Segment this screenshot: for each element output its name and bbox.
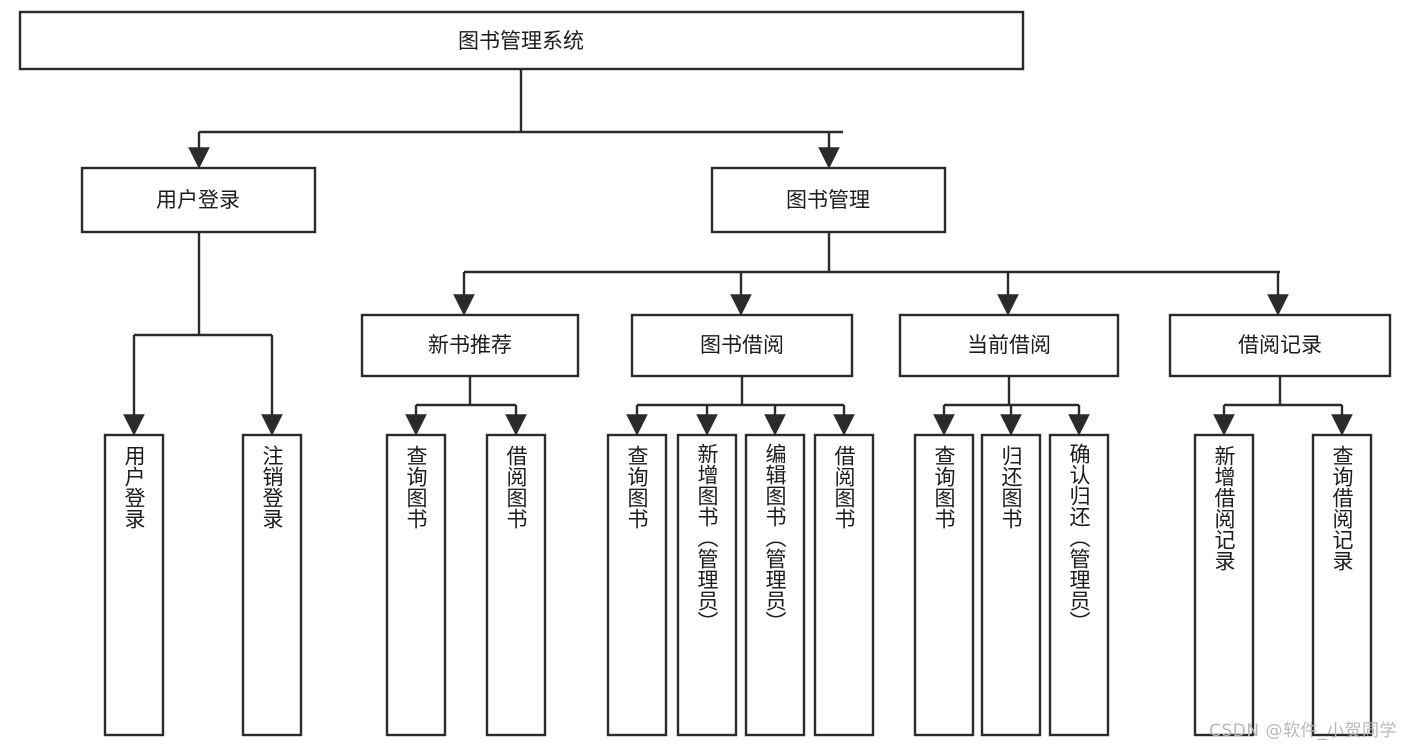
node-current-borrow[interactable]: 当前借阅: [898, 313, 1120, 378]
node-borrow-record-label: 借阅记录: [1238, 333, 1322, 357]
csdn-watermark: CSDN @软件_小贺同学: [1209, 721, 1397, 741]
node-current-borrow-label: 当前借阅: [967, 333, 1051, 357]
node-user-login[interactable]: 用户登录: [80, 166, 317, 234]
node-book-management-label: 图书管理: [786, 188, 870, 212]
node-new-book-recommend-label: 新书推荐: [428, 333, 512, 357]
leaf-edit-book-label: 编辑图书（管理员）: [763, 443, 787, 632]
leaf-borrow-book-1-label: 借阅图书: [504, 445, 528, 529]
leaf-query-book-3[interactable]: 查询图书: [913, 433, 975, 737]
node-root-book-management-system[interactable]: 图书管理系统: [18, 10, 1025, 71]
leaf-query-book-3-label: 查询图书: [932, 445, 956, 529]
leaf-confirm-return-label: 确认归还（管理员）: [1067, 443, 1091, 632]
leaf-return-book[interactable]: 归还图书: [980, 433, 1042, 737]
leaf-add-book-label: 新增图书（管理员）: [695, 443, 719, 632]
connector-user-login-to-leaves: [123, 232, 283, 436]
leaf-edit-book[interactable]: 编辑图书（管理员）: [744, 433, 806, 737]
leaf-user-logout[interactable]: 注销登录: [241, 433, 303, 737]
leaf-user-login-label: 用户登录: [122, 445, 146, 529]
connector-new-book-recommend-to-leaves: [405, 376, 527, 436]
leaf-borrow-book-2[interactable]: 借阅图书: [813, 433, 875, 737]
leaf-query-record-label: 查询借阅记录: [1330, 445, 1354, 571]
node-root-label: 图书管理系统: [458, 29, 584, 53]
node-user-login-label: 用户登录: [156, 188, 240, 212]
connector-borrow-record-to-leaves: [1213, 376, 1353, 436]
leaf-borrow-book-2-label: 借阅图书: [832, 445, 856, 529]
node-book-borrow[interactable]: 图书借阅: [630, 313, 854, 378]
leaf-add-book[interactable]: 新增图书（管理员）: [676, 433, 738, 737]
connector-root-to-level2: [188, 69, 843, 169]
leaf-query-book-2-label: 查询图书: [625, 445, 649, 529]
node-book-borrow-label: 图书借阅: [700, 333, 784, 357]
leaf-add-record-label: 新增借阅记录: [1212, 445, 1236, 571]
leaf-return-book-label: 归还图书: [999, 445, 1023, 529]
leaf-borrow-book-1[interactable]: 借阅图书: [485, 433, 547, 737]
connector-book-management-to-level3: [453, 232, 1289, 316]
leaf-user-login[interactable]: 用户登录: [103, 433, 165, 737]
leaf-user-logout-label: 注销登录: [260, 445, 284, 529]
leaf-add-record[interactable]: 新增借阅记录: [1193, 433, 1255, 737]
leaf-query-book-2[interactable]: 查询图书: [606, 433, 668, 737]
connector-current-borrow-to-leaves: [933, 376, 1090, 436]
leaf-query-book-1-label: 查询图书: [404, 445, 428, 529]
leaf-query-record[interactable]: 查询借阅记录: [1311, 433, 1373, 737]
node-borrow-record[interactable]: 借阅记录: [1168, 313, 1392, 378]
leaf-query-book-1[interactable]: 查询图书: [385, 433, 447, 737]
connector-book-borrow-to-leaves: [626, 376, 855, 436]
node-book-management[interactable]: 图书管理: [710, 166, 947, 234]
leaf-confirm-return[interactable]: 确认归还（管理员）: [1048, 433, 1110, 737]
node-new-book-recommend[interactable]: 新书推荐: [360, 313, 580, 378]
